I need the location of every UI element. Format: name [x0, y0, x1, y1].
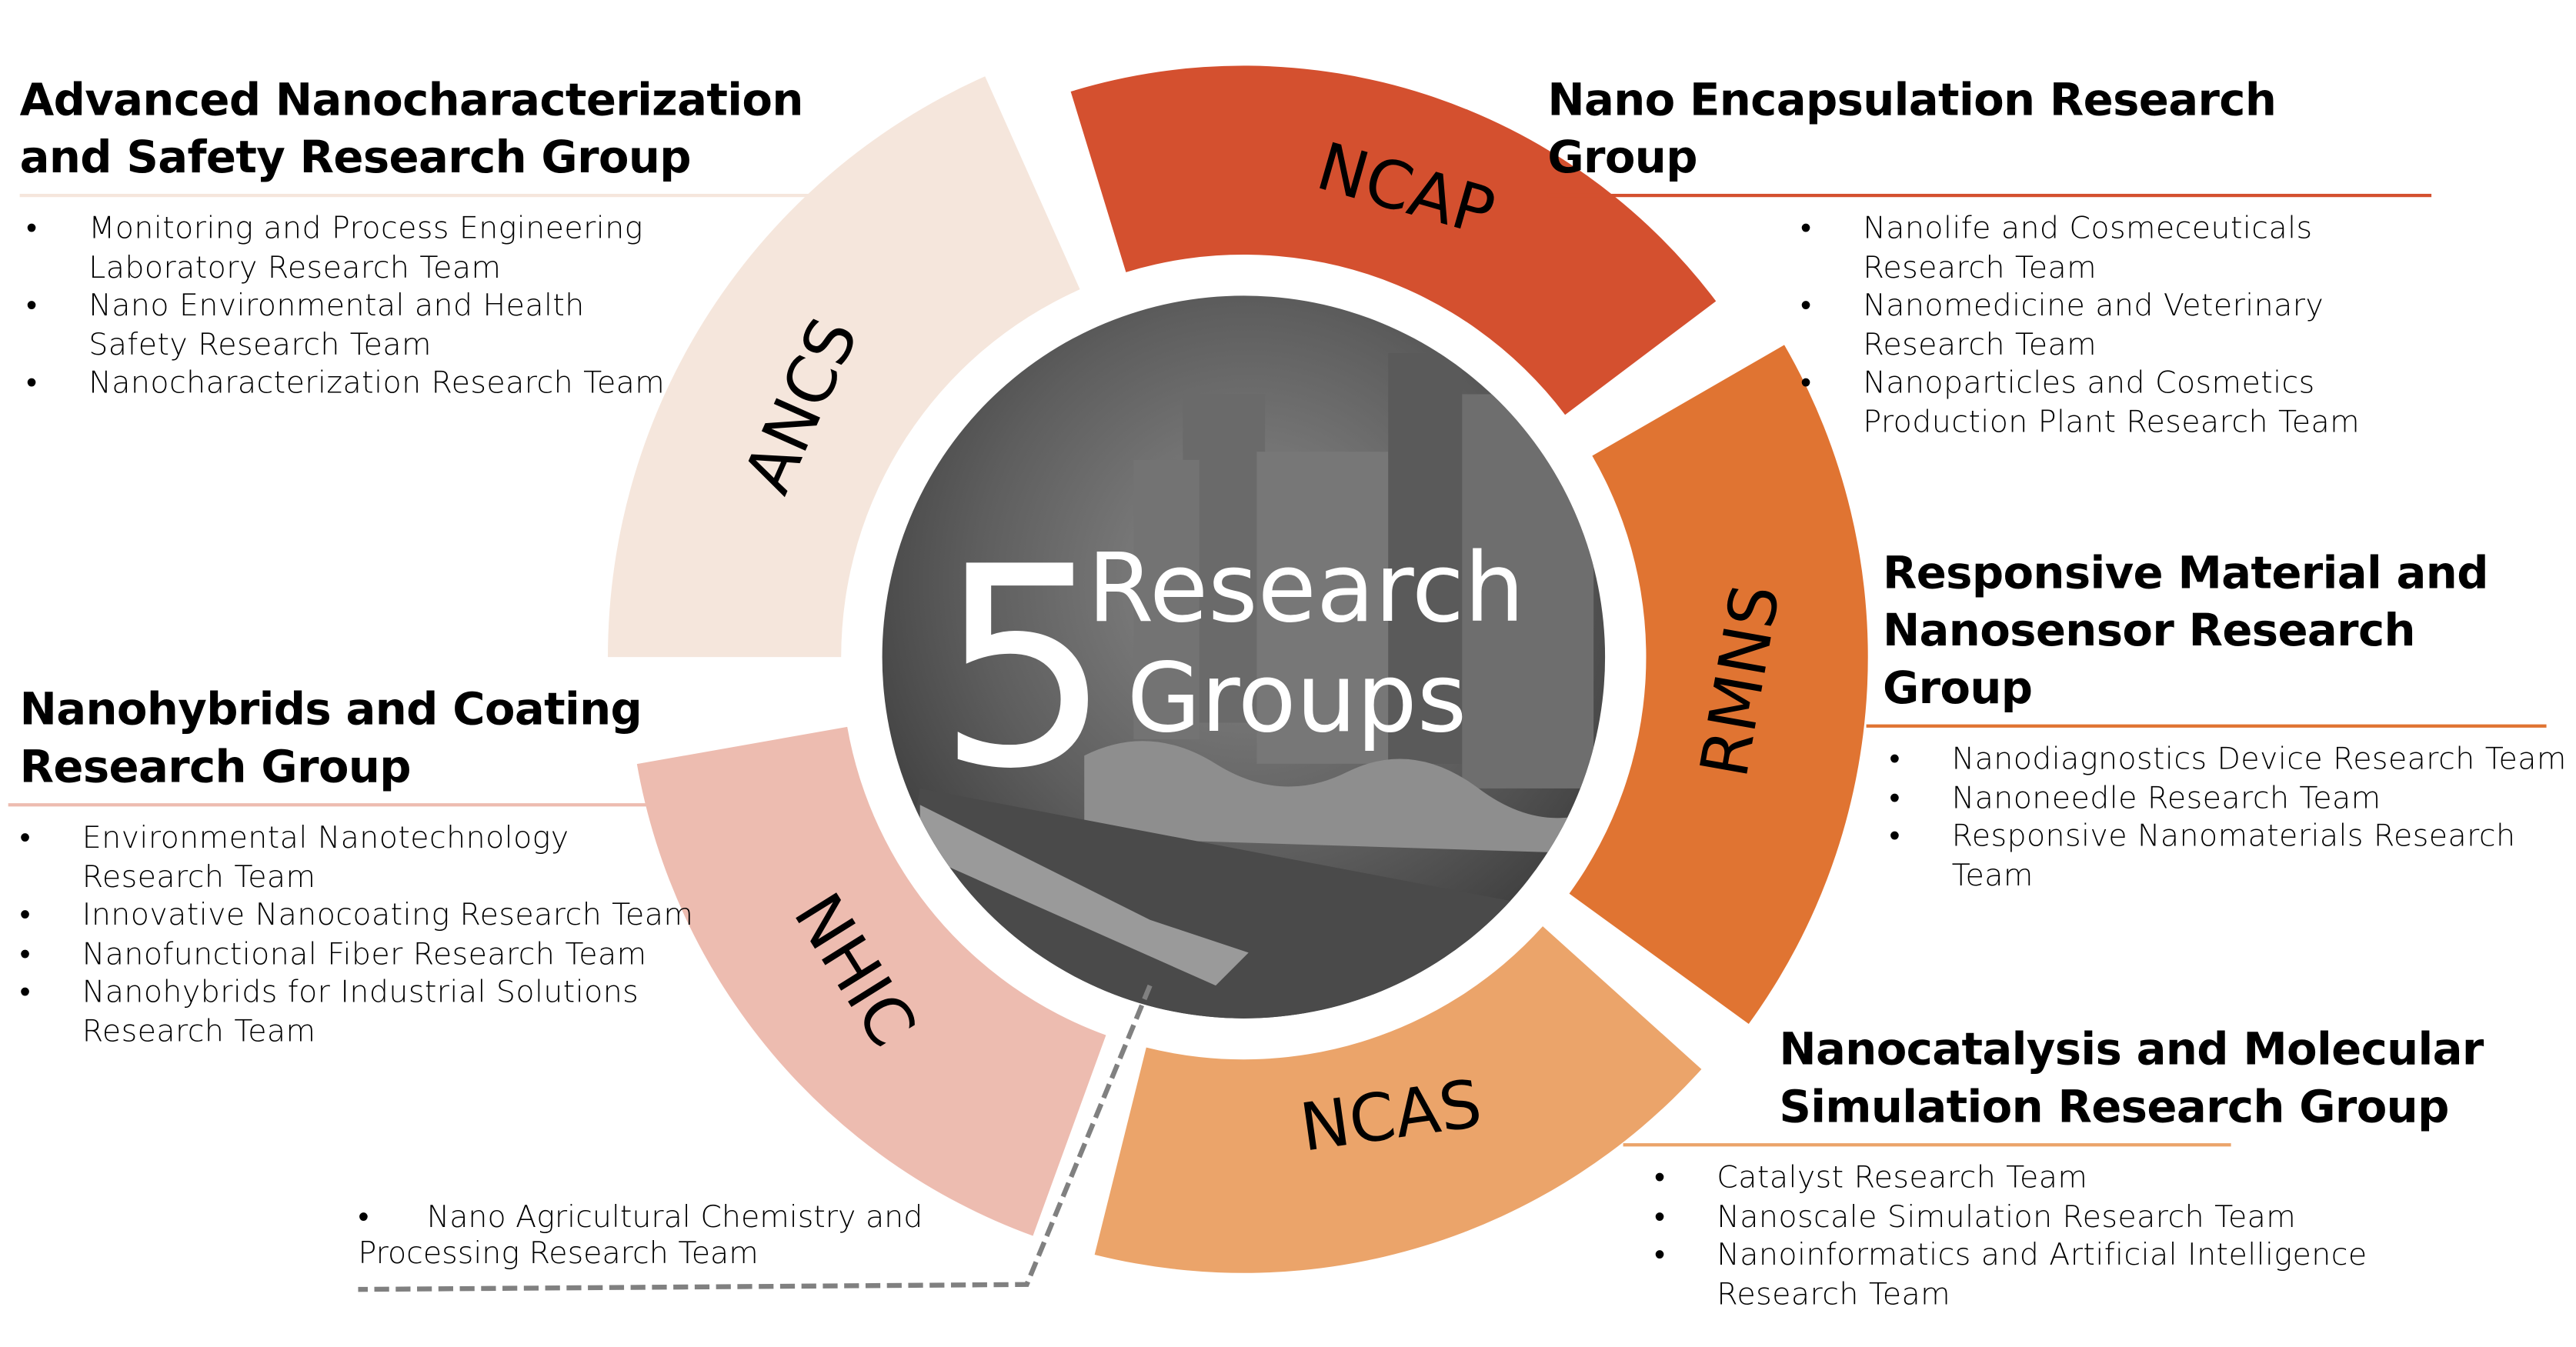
- team-list: Nanodiagnostics Device Research TeamNano…: [1883, 741, 2573, 895]
- team-item: Nanoinformatics and Artificial Intellige…: [1648, 1237, 2371, 1314]
- title-underline: [1623, 1143, 2231, 1147]
- center-title-line2: Groups: [1127, 643, 1467, 754]
- team-item: Nanoscale Simulation Research Team: [1648, 1199, 2371, 1237]
- group-block-ncas: Nanocatalysis and Molecular Simulation R…: [1623, 1022, 2501, 1314]
- group-title: Responsive Material and Nanosensor Resea…: [1882, 548, 2489, 715]
- title-underline: [8, 803, 649, 807]
- group-title: Advanced Nanocharacterization and Safety…: [19, 75, 804, 185]
- group-block-ancs: Advanced Nanocharacterization and Safety…: [19, 72, 907, 403]
- team-item: Nanodiagnostics Device Research Team: [1883, 741, 2573, 779]
- center-title-line1: Research: [1088, 533, 1525, 644]
- team-item: Nano Environmental and Health Safety Res…: [20, 288, 677, 365]
- group-title: Nanocatalysis and Molecular Simulation R…: [1779, 1025, 2484, 1134]
- team-item: Nanocharacterization Research Team: [20, 365, 677, 403]
- team-item: Nanohybrids for Industrial Solutions Res…: [13, 974, 703, 1051]
- team-item: Innovative Nanocoating Research Team: [13, 897, 703, 935]
- extra-team-text: Nano Agricultural Chemistry and Processi…: [358, 1200, 923, 1272]
- team-item: Responsive Nanomaterials Research Team: [1883, 818, 2573, 895]
- title-underline: [1866, 724, 2547, 728]
- group-block-rmns: Responsive Material and Nanosensor Resea…: [1866, 545, 2573, 895]
- segment-ncas: [1094, 926, 1702, 1273]
- title-underline: [19, 193, 825, 198]
- group-block-nhic: Nanohybrids and Coating Research GroupEn…: [8, 682, 710, 1051]
- team-list: Nanolife and Cosmeceuticals Research Tea…: [1794, 210, 2451, 442]
- team-item: Nanoneedle Research Team: [1883, 779, 2573, 818]
- team-item: Catalyst Research Team: [1648, 1159, 2371, 1198]
- segment-ncap: [1070, 65, 1717, 415]
- segment-nhic: [636, 726, 1106, 1236]
- group-title: Nanohybrids and Coating Research Group: [19, 685, 642, 794]
- title-underline: [1547, 193, 2432, 198]
- team-item: Nanoparticles and Cosmetics Production P…: [1794, 365, 2451, 442]
- center-number: 5: [936, 508, 1112, 829]
- dashed-connector: [358, 984, 1153, 1292]
- segment-rmns: [1569, 345, 1868, 1024]
- team-item: Environmental Nanotechnology Research Te…: [13, 819, 703, 896]
- team-item: Nanomedicine and Veterinary Research Tea…: [1794, 288, 2451, 365]
- team-list: Environmental Nanotechnology Research Te…: [13, 819, 703, 1051]
- team-item: Nanofunctional Fiber Research Team: [13, 935, 703, 974]
- team-list: Monitoring and Process Engineering Labor…: [20, 210, 677, 403]
- team-item: Monitoring and Process Engineering Labor…: [20, 210, 677, 287]
- group-block-ncap: Nano Encapsulation Research GroupNanolif…: [1547, 72, 2434, 442]
- segment-ancs: [608, 76, 1080, 658]
- extra-team-note: • Nano Agricultural Chemistry and Proces…: [358, 1201, 949, 1273]
- bullet: •: [358, 1200, 427, 1235]
- group-title: Nano Encapsulation Research Group: [1547, 75, 2277, 185]
- team-list: Catalyst Research TeamNanoscale Simulati…: [1648, 1159, 2371, 1314]
- team-item: Nanolife and Cosmeceuticals Research Tea…: [1794, 210, 2451, 287]
